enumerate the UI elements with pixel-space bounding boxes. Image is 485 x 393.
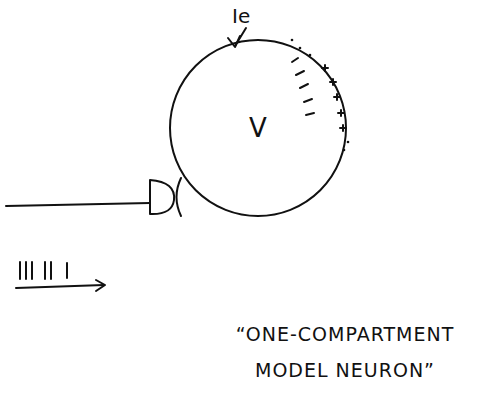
direction-arrow xyxy=(16,285,104,288)
negative-charges xyxy=(292,58,314,115)
neuron-compartment: V xyxy=(168,38,348,218)
membrane-potential: V xyxy=(249,113,267,143)
caption: “ONE-COMPARTMENT MODEL NEURON” xyxy=(225,316,465,388)
current-label: Ie xyxy=(232,4,250,28)
positive-charges xyxy=(322,65,346,131)
synapse-cup xyxy=(177,178,182,216)
arrow-head xyxy=(96,280,105,291)
axon-line xyxy=(6,203,150,206)
spike-train xyxy=(20,262,67,279)
synaptic-bouton xyxy=(150,180,174,214)
